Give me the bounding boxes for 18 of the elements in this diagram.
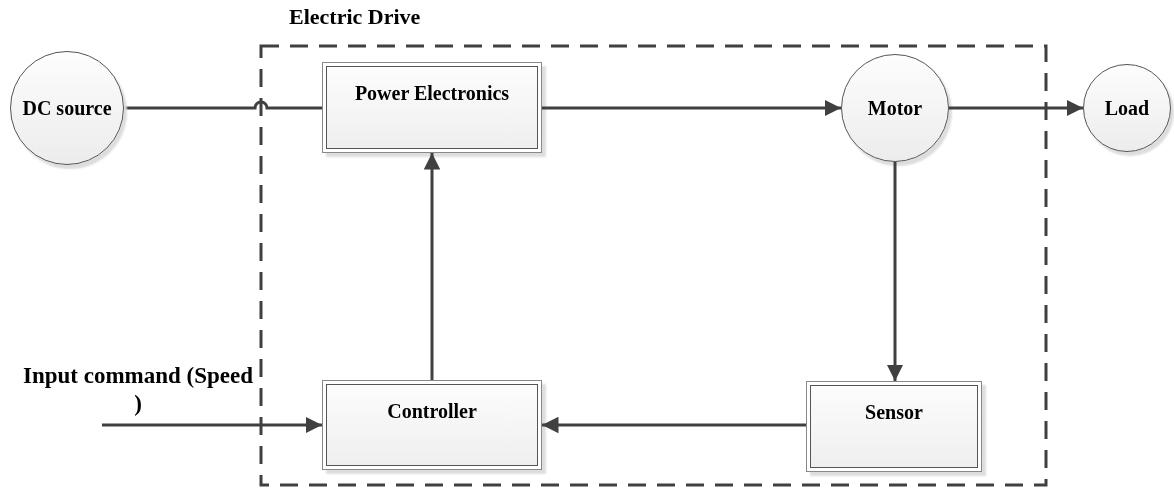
node-label: Sensor	[865, 400, 923, 424]
arrow	[423, 153, 441, 380]
block-box	[806, 381, 982, 472]
block-box	[322, 62, 542, 153]
arrow	[949, 99, 1083, 117]
block-box	[322, 380, 542, 470]
node-label: Controller	[387, 399, 477, 423]
node-label: Power Electronics	[354, 81, 510, 105]
connector-line	[124, 100, 322, 110]
arrow	[542, 99, 841, 117]
node-label: Load	[1104, 96, 1150, 120]
node-label: Motor	[867, 96, 923, 120]
arrow	[542, 416, 806, 434]
arrow	[102, 416, 322, 434]
arrow	[886, 162, 904, 381]
group-title: Electric Drive	[289, 4, 421, 31]
node-label: DC source	[22, 96, 112, 120]
input-label: Input command (Speed )	[21, 362, 254, 418]
